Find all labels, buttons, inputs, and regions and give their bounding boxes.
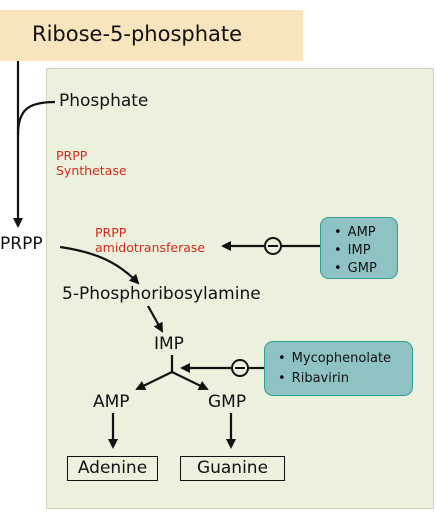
inhibitor-item: Mycophenolate xyxy=(278,352,412,365)
inhibitor-item: Ribavirin xyxy=(278,372,412,385)
prpp-label: PRPP xyxy=(0,234,43,254)
pathway-panel xyxy=(46,68,434,509)
enzyme-name-line: PRPP xyxy=(95,225,127,240)
phosphoribosylamine-label: 5-Phosphoribosylamine xyxy=(62,284,261,304)
inhibitor-box-amidotransferase: AMP IMP GMP xyxy=(320,217,398,279)
arrow-prpp-to-amine xyxy=(59,245,140,285)
prpp-amidotransferase-label: PRPP amidotransferase xyxy=(95,225,205,255)
phosphate-input-curve xyxy=(16,100,56,136)
inhibitor-item: AMP xyxy=(334,226,397,239)
imp-label: IMP xyxy=(154,334,184,354)
inhibitor-item: GMP xyxy=(334,262,397,275)
arrow-imp-to-amp xyxy=(135,371,173,391)
prpp-synthetase-label: PRPP Synthetase xyxy=(56,148,127,178)
amp-label: AMP xyxy=(93,392,130,412)
enzyme-name-line: Synthetase xyxy=(56,163,127,178)
adenine-box: Adenine xyxy=(67,456,158,481)
phosphate-label: Phosphate xyxy=(59,91,149,111)
ribose-5-phosphate-box: Ribose-5-phosphate xyxy=(0,10,303,61)
ribose-5-phosphate-label: Ribose-5-phosphate xyxy=(32,22,243,46)
minus-icon xyxy=(231,359,249,377)
arrow-imp-to-gmp xyxy=(171,371,209,391)
inhibitor-box-imp-dehydrogenase: Mycophenolate Ribavirin xyxy=(264,341,413,396)
minus-icon xyxy=(264,237,282,255)
enzyme-name-line: PRPP xyxy=(56,148,88,163)
arrow-amine-to-imp xyxy=(147,305,163,333)
gmp-label: GMP xyxy=(208,392,247,412)
guanine-box: Guanine xyxy=(180,456,285,481)
enzyme-name-line: amidotransferase xyxy=(95,240,206,255)
inhibitor-item: IMP xyxy=(334,244,397,257)
